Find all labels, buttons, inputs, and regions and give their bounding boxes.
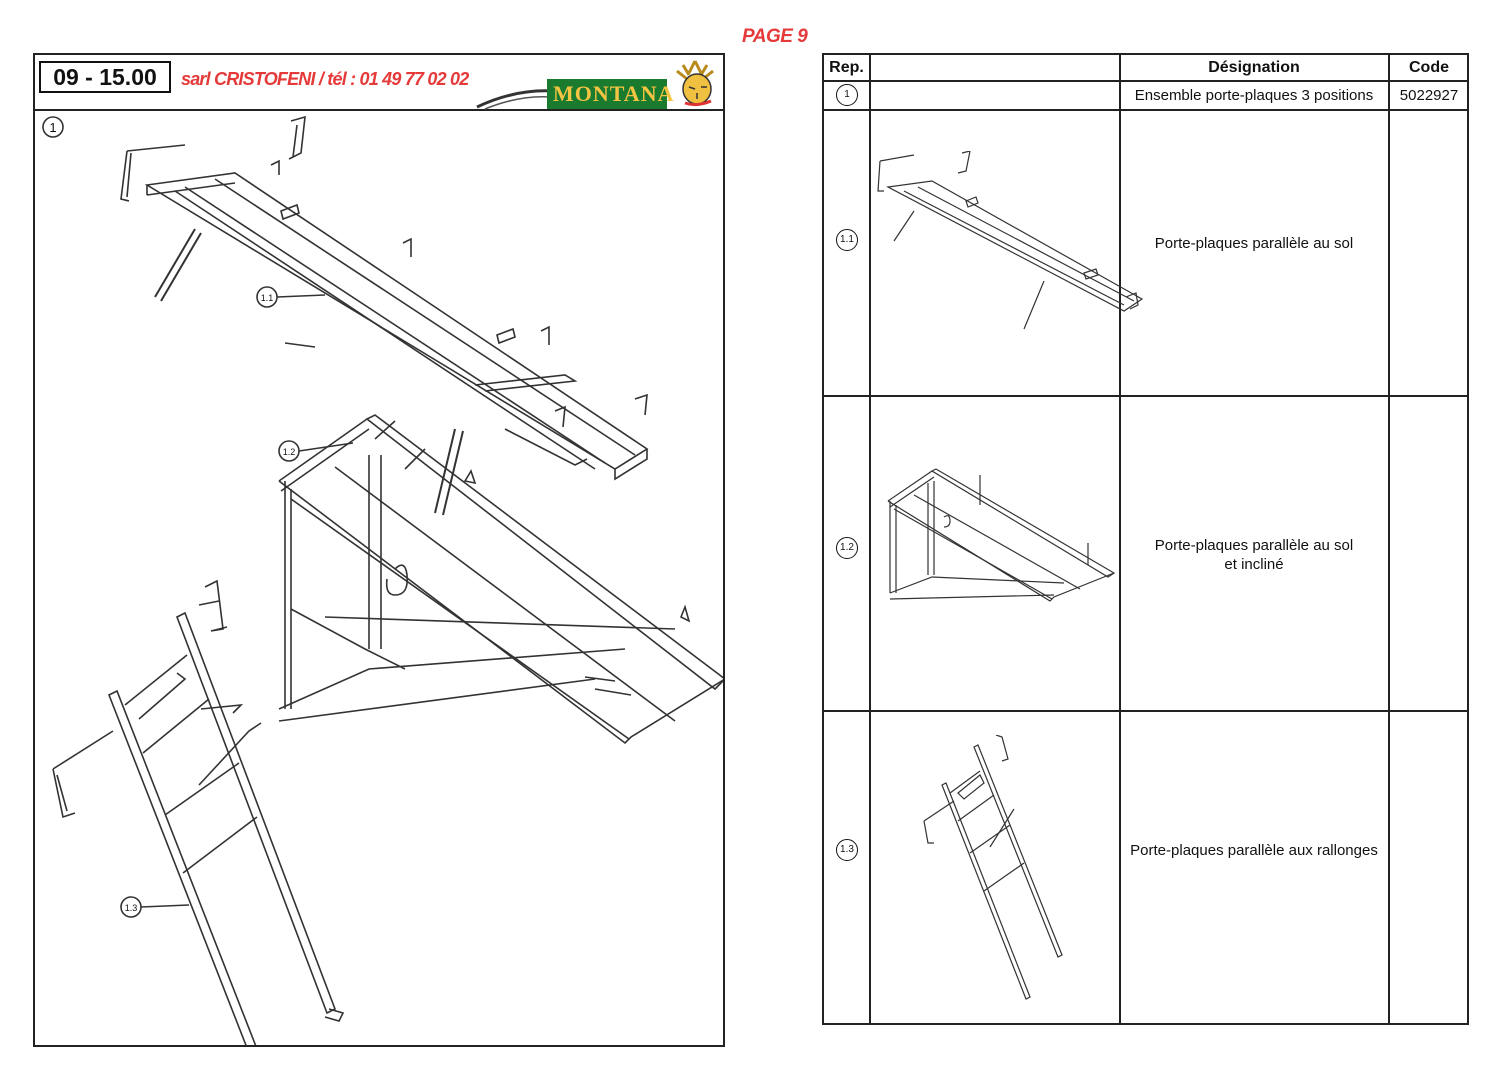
callout-1-2-label: 1.2 — [283, 447, 296, 457]
drawing-header: 09 - 15.00 sarl CRISTOFENI / tél : 01 49… — [35, 55, 723, 111]
callout-1-1-label: 1.1 — [261, 293, 274, 303]
row-divider — [824, 80, 1467, 82]
designation-1: Ensemble porte-plaques 3 positions — [1134, 87, 1374, 104]
part-1-3-thumbnail — [923, 735, 1063, 1000]
drawing-panel: 09 - 15.00 sarl CRISTOFENI / tél : 01 49… — [33, 53, 725, 1047]
column-divider — [869, 55, 871, 1023]
brand-logo — [547, 79, 667, 109]
part-1-1-drawing: 1.1 — [120, 115, 649, 481]
mascot-logo-icon — [676, 60, 714, 107]
code-1: 5022927 — [1399, 87, 1459, 104]
designation-1-2-line1: Porte-plaques parallèle au sol — [1154, 537, 1354, 554]
reference-number: 09 - 15.00 — [39, 61, 171, 93]
brand-name: MONTANA — [553, 81, 675, 106]
designation-1-1: Porte-plaques parallèle au sol — [1154, 235, 1354, 252]
header-rep: Rep. — [829, 59, 864, 76]
header-code: Code — [1409, 59, 1449, 76]
part-1-3-drawing: 1.3 — [52, 579, 345, 1045]
callout-1-label: 1 — [49, 120, 56, 135]
row-divider — [824, 109, 1467, 111]
callout-1-3-label: 1.3 — [125, 903, 138, 913]
rep-1-2: 1.2 — [836, 537, 858, 559]
designation-1-3: Porte-plaques parallèle aux rallonges — [1130, 842, 1378, 859]
row-divider — [824, 710, 1467, 712]
part-1-2-drawing: 1.2 — [278, 414, 723, 745]
parts-table: Rep. Désignation Code 1 Ensemble porte-p… — [822, 53, 1469, 1025]
part-1-1-thumbnail — [877, 151, 1144, 330]
exploded-view-drawing: 1 1.1 1.2 — [42, 115, 723, 1045]
company-contact: sarl CRISTOFENI / tél : 01 49 77 02 02 — [181, 69, 469, 89]
column-divider — [1388, 55, 1390, 1023]
column-divider — [1119, 55, 1121, 1023]
designation-1-2-line2: et incliné — [1224, 556, 1284, 573]
rep-1-1: 1.1 — [836, 229, 858, 251]
page-number: PAGE 9 — [742, 26, 808, 47]
row-divider — [824, 395, 1467, 397]
header-designation: Désignation — [1208, 59, 1300, 76]
rep-1-3: 1.3 — [836, 839, 858, 861]
callout-1: 1 — [42, 116, 64, 138]
part-1-2-thumbnail — [887, 468, 1116, 602]
rep-1: 1 — [836, 84, 858, 106]
brand-swoosh-icon — [476, 89, 554, 110]
